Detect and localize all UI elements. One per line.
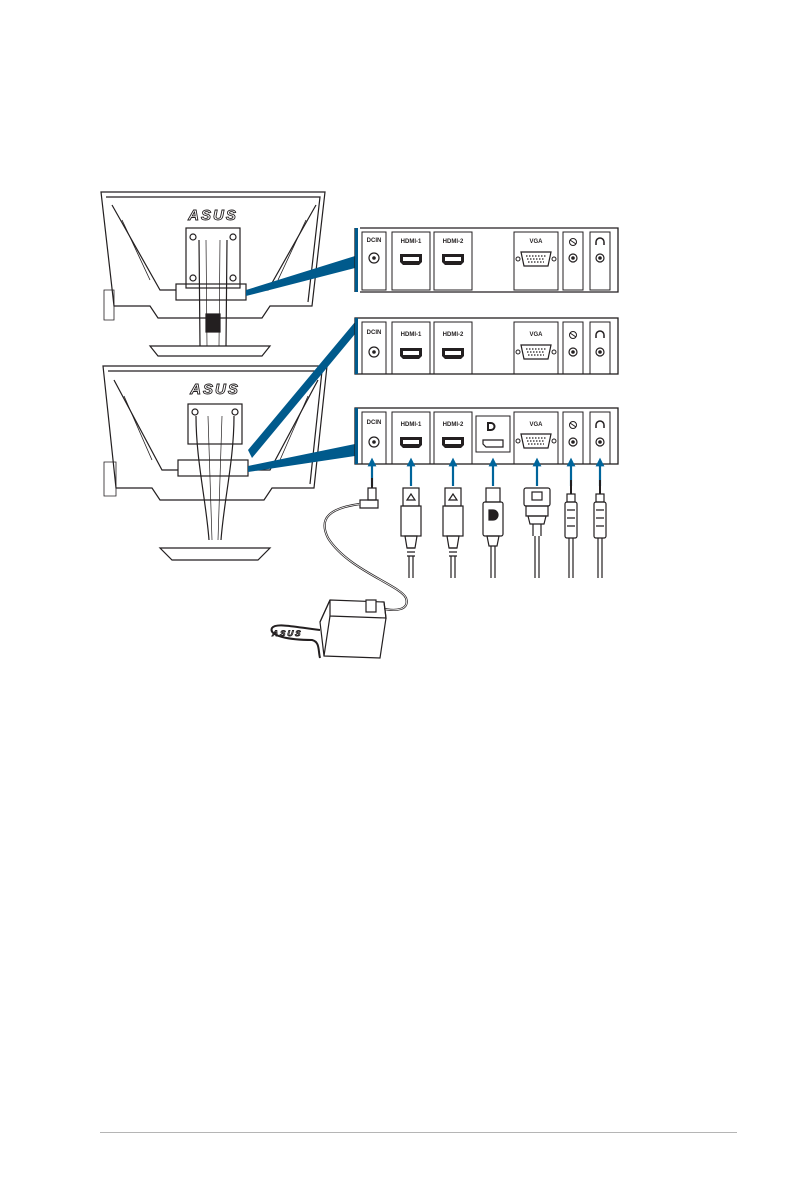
adapter-logo: ASUS xyxy=(271,629,303,638)
hdmi-cable-1 xyxy=(408,556,414,578)
svg-text:DCIN: DCIN xyxy=(367,238,382,244)
audio-cable-2 xyxy=(597,538,603,578)
ac-cord xyxy=(270,624,321,659)
headphone-port xyxy=(589,231,611,291)
audio-in-port xyxy=(562,231,584,291)
svg-text:HDMI-1: HDMI-1 xyxy=(401,239,422,245)
svg-text:DCIN: DCIN xyxy=(367,420,382,426)
vga-port: VGA xyxy=(513,321,559,375)
panel-3-ports: DCIN HDMI-1 HDMI-2 VGA xyxy=(361,411,611,465)
audio-cable-1 xyxy=(568,538,574,578)
headphone-icon xyxy=(595,420,605,428)
panel-2-ports: DCIN HDMI-1 HDMI-2 VGA xyxy=(361,321,611,375)
footer-rule xyxy=(100,1132,737,1133)
displayport-icon xyxy=(487,422,496,431)
headphone-port xyxy=(589,321,611,375)
hdmi-2-port: HDMI-2 xyxy=(433,411,473,465)
audio-in-icon xyxy=(569,421,577,429)
dcin-port: DCIN xyxy=(361,411,387,465)
audio-in-icon xyxy=(569,331,577,339)
headphone-icon xyxy=(595,330,605,338)
vga-plug-icon xyxy=(523,487,551,536)
panel-1-ports: DCIN HDMI-1 HDMI-2 VGA xyxy=(361,231,611,291)
vga-port: VGA xyxy=(513,231,559,291)
displayport-port xyxy=(475,415,511,453)
insertion-arrows xyxy=(367,457,605,486)
hdmi-1-port: HDMI-1 xyxy=(391,321,431,375)
vga-port: VGA xyxy=(513,411,559,465)
audio-in-icon xyxy=(569,238,577,246)
port-panel-2 xyxy=(354,317,619,375)
port-panel-1 xyxy=(354,227,619,293)
hdmi-2-port: HDMI-2 xyxy=(433,321,473,375)
hdmi-1-port: HDMI-1 xyxy=(391,411,431,465)
audio-plug-icon xyxy=(564,480,578,539)
dcin-port: DCIN xyxy=(361,231,387,291)
audio-in-port xyxy=(562,411,584,465)
audio-in-port xyxy=(562,321,584,375)
hdmi-plug-icon xyxy=(442,487,464,557)
monitor-rear-view-upper: ASUS xyxy=(100,191,326,357)
monitor-logo-upper: ASUS xyxy=(187,207,238,224)
hdmi-1-port: HDMI-1 xyxy=(391,231,431,291)
svg-text:VGA: VGA xyxy=(529,239,543,245)
hdmi-2-port: HDMI-2 xyxy=(433,231,473,291)
headphone-icon xyxy=(595,237,605,245)
headphone-port xyxy=(589,411,611,465)
hdmi-cable-2 xyxy=(450,556,456,578)
displayport-plug-icon xyxy=(482,487,504,547)
power-adapter: ASUS xyxy=(270,599,387,659)
svg-text:VGA: VGA xyxy=(529,422,543,428)
svg-text:HDMI-2: HDMI-2 xyxy=(443,422,464,428)
port-panel-3 xyxy=(354,407,619,465)
svg-text:HDMI-2: HDMI-2 xyxy=(443,332,464,338)
displayport-cable xyxy=(490,546,496,578)
monitor-logo-lower: ASUS xyxy=(189,381,240,398)
dc-power-cable xyxy=(323,502,408,611)
dcin-port: DCIN xyxy=(361,321,387,375)
svg-text:HDMI-2: HDMI-2 xyxy=(443,239,464,245)
callout-wedges xyxy=(246,256,355,472)
audio-plug-icon xyxy=(593,480,607,539)
svg-text:DCIN: DCIN xyxy=(367,330,382,336)
svg-text:HDMI-1: HDMI-1 xyxy=(401,422,422,428)
vga-cable xyxy=(534,536,540,578)
dc-plug-icon xyxy=(359,478,379,509)
hdmi-plug-icon xyxy=(400,487,422,557)
connection-diagram: ASUS ASUS DCIN xyxy=(100,191,619,659)
svg-text:HDMI-1: HDMI-1 xyxy=(401,332,422,338)
cables xyxy=(323,478,607,611)
svg-text:VGA: VGA xyxy=(529,332,543,338)
